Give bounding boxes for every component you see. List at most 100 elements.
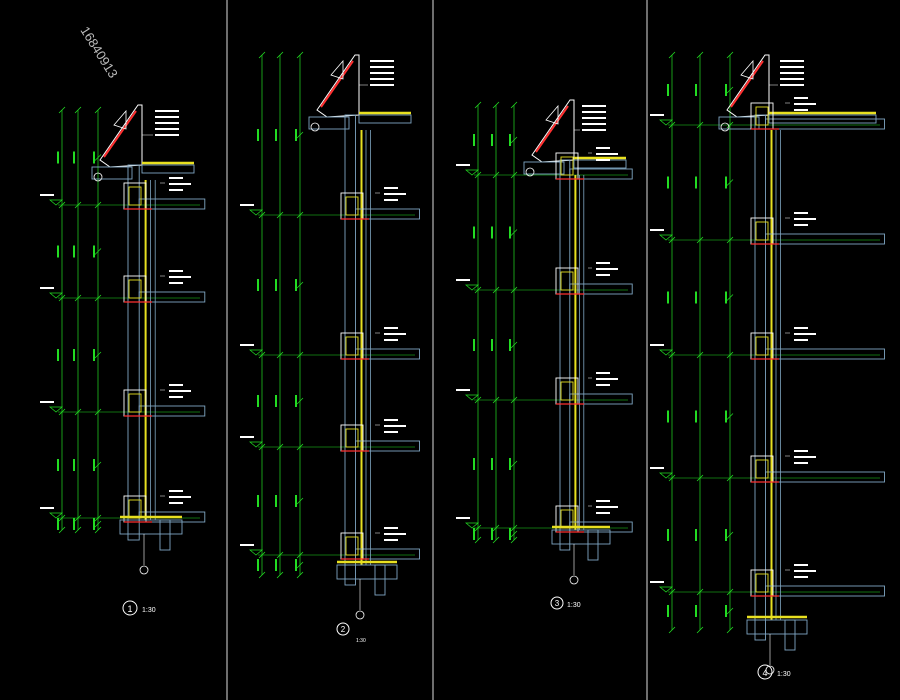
dimension-text-mark (491, 458, 493, 470)
roof-triangle (113, 109, 127, 130)
level-marker-icon (49, 199, 63, 206)
dimension-text-mark (509, 339, 511, 351)
dimension-tick (94, 154, 102, 161)
dimension-text-mark (509, 528, 511, 540)
roof-note-text-mark (780, 60, 804, 62)
cornice (308, 116, 350, 130)
dimension-text-mark (73, 459, 75, 471)
note-text-mark (596, 268, 618, 270)
base-slab (551, 529, 611, 545)
detail-scale-2: 1:30 (356, 638, 366, 644)
dimension-tick (94, 351, 102, 359)
floor-slab (765, 233, 885, 245)
floor-slab (138, 405, 206, 417)
dimension-text-mark (93, 518, 95, 530)
dimension-text-mark (93, 245, 95, 258)
dimension-tick (510, 530, 518, 538)
level-marker-icon (249, 441, 263, 448)
note-text-mark (596, 153, 618, 155)
dimension-tick (726, 51, 734, 59)
dimension-tick (726, 531, 734, 539)
window-frame (128, 393, 142, 413)
dimension-tick (726, 413, 734, 420)
dimension-text-mark (73, 349, 75, 361)
note-text-mark (596, 262, 610, 264)
foundation-wall (784, 619, 796, 651)
dimension-text-mark (57, 151, 59, 164)
level-text-mark (40, 507, 54, 509)
dimension-text-mark (295, 559, 297, 571)
dimension-tick (296, 397, 304, 405)
note-text-mark (169, 282, 183, 284)
floor-slab (355, 348, 420, 360)
note-text-mark (596, 506, 618, 508)
note-text-mark (169, 270, 183, 272)
axis-bubble-icon (355, 610, 365, 620)
dimension-tick (474, 536, 482, 544)
note-text-mark (384, 187, 398, 189)
wall-sections (40, 51, 885, 675)
dimension-text-mark (725, 605, 727, 617)
window-frame (128, 279, 142, 299)
detail-number-4: 4 (762, 668, 767, 678)
window-frame (560, 156, 574, 176)
dimension-tick (474, 101, 482, 109)
dimension-tick (58, 106, 66, 114)
level-marker-icon (659, 119, 673, 126)
note-text-mark (596, 274, 610, 276)
dimension-tick (296, 51, 304, 59)
dimension-tick (492, 101, 500, 109)
dimension-tick (510, 136, 518, 144)
note-text-mark (384, 339, 398, 341)
cornice (523, 161, 565, 175)
floor-slab (765, 585, 885, 597)
level-text-mark (240, 544, 254, 546)
roof-note-text-mark (582, 111, 606, 113)
parapet-coping (730, 60, 764, 108)
note-text-mark (596, 147, 610, 149)
axis-bubble-icon (139, 565, 149, 575)
level-marker-icon (659, 472, 673, 479)
floor-slab (569, 283, 633, 295)
level-text-mark (40, 194, 54, 196)
dimension-tick (510, 101, 518, 109)
wall-inner (127, 164, 140, 541)
dimension-tick (726, 294, 734, 301)
dimension-text-mark (667, 176, 669, 189)
dimension-text-mark (725, 529, 727, 541)
axis-bubble-icon (569, 575, 579, 585)
dimension-text-mark (93, 349, 95, 361)
dimension-tick (726, 626, 734, 634)
roof-note-text-mark (780, 72, 804, 74)
window-frame (755, 459, 769, 479)
wall-section-2 (240, 51, 420, 620)
dimension-text-mark (57, 459, 59, 471)
base-slab (336, 564, 398, 580)
note-text-mark (794, 339, 808, 341)
detail-scale-4: 1:30 (777, 671, 791, 678)
dimension-tick (94, 461, 102, 469)
parapet-coping (103, 110, 137, 158)
level-marker-icon (49, 406, 63, 413)
floor-slab (765, 471, 885, 483)
dimension-tick (74, 106, 82, 114)
foundation-wall (374, 564, 386, 596)
note-text-mark (794, 570, 816, 572)
dimension-text-mark (275, 559, 277, 571)
level-text-mark (240, 204, 254, 206)
detail-label-2: 2 1:30 (336, 622, 366, 644)
dimension-text-mark (295, 495, 297, 507)
note-text-mark (169, 390, 191, 392)
roof-note-text-mark (155, 110, 179, 112)
note-text-mark (169, 177, 183, 179)
dimension-text-mark (725, 176, 727, 189)
dimension-tick (696, 626, 704, 634)
foundation-wall (159, 519, 171, 551)
dimension-text-mark (509, 134, 511, 146)
dimension-tick (510, 536, 518, 544)
note-text-mark (169, 490, 183, 492)
detail-callout-icon (310, 122, 320, 132)
roof-note-text-mark (370, 72, 394, 74)
parapet-coping (535, 105, 569, 153)
dimension-text-mark (275, 395, 277, 407)
